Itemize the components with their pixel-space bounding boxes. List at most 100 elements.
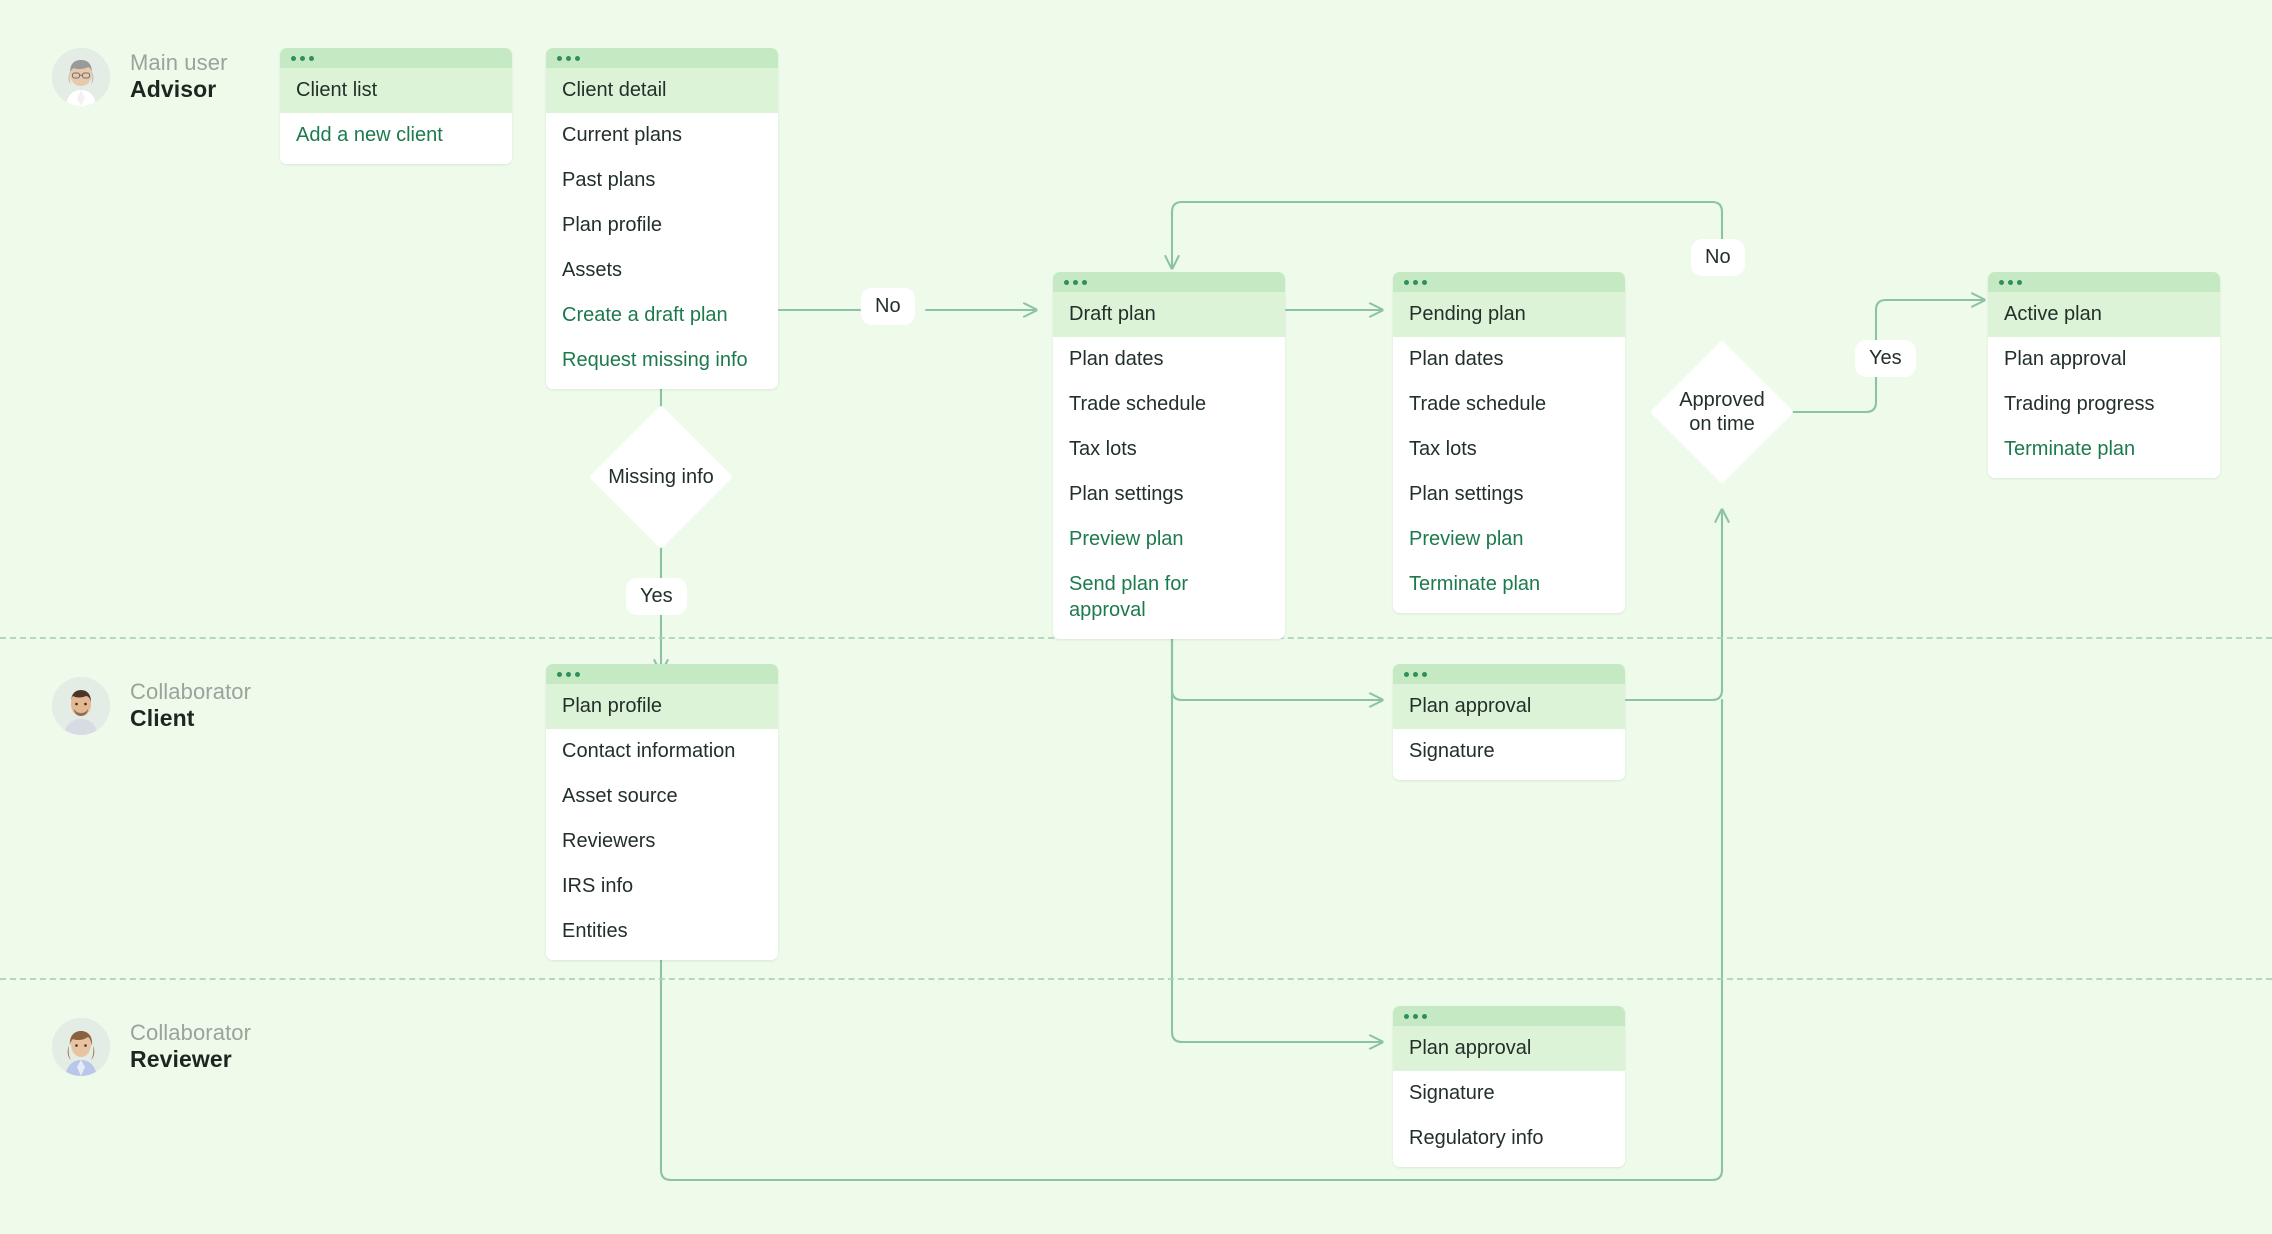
card-title: Draft plan (1053, 292, 1285, 337)
actor-role-label: Collaborator (130, 679, 252, 705)
card-body: Current plans Past plans Plan profile As… (546, 113, 778, 389)
actor-name-label: Reviewer (130, 1046, 232, 1073)
card-window-chrome (546, 48, 778, 68)
card-row-request-missing-info[interactable]: Request missing info (546, 338, 778, 383)
card-row-add-a-new-client[interactable]: Add a new client (280, 113, 512, 158)
card-row-send-plan-for-approval[interactable]: Send plan for approval (1053, 562, 1285, 633)
card-row-asset-source[interactable]: Asset source (546, 774, 778, 819)
actor-client: Collaborator Client (52, 677, 251, 735)
card-row-plan-dates[interactable]: Plan dates (1393, 337, 1625, 382)
card-row-terminate-plan[interactable]: Terminate plan (1393, 562, 1625, 607)
card-body: Signature Regulatory info (1393, 1071, 1625, 1167)
card-row-assets[interactable]: Assets (546, 248, 778, 293)
card-row-past-plans[interactable]: Past plans (546, 158, 778, 203)
avatar-advisor (52, 48, 110, 106)
lane-divider-client-reviewer (0, 978, 2272, 980)
card-window-chrome (1393, 664, 1625, 684)
card-row-preview-plan[interactable]: Preview plan (1393, 517, 1625, 562)
window-dot-icon (291, 55, 296, 61)
card-row-trade-schedule[interactable]: Trade schedule (1053, 382, 1285, 427)
card-row-plan-approval[interactable]: Plan approval (1988, 337, 2220, 382)
actor-role-label: Collaborator (130, 1020, 252, 1046)
card-row-reviewers[interactable]: Reviewers (546, 819, 778, 864)
wire-draft-to-reviewer-approval (1170, 598, 1382, 1042)
card-body: Add a new client (280, 113, 512, 164)
card-row-preview-plan[interactable]: Preview plan (1053, 517, 1285, 562)
card-title: Plan approval (1393, 684, 1625, 729)
card-client-plan-approval[interactable]: Plan approval Signature (1393, 664, 1625, 780)
window-dot-icon (2017, 279, 2022, 285)
card-client-detail[interactable]: Client detail Current plans Past plans P… (546, 48, 778, 389)
card-row-contact-information[interactable]: Contact information (546, 729, 778, 774)
card-row-entities[interactable]: Entities (546, 909, 778, 954)
window-dot-icon (1404, 279, 1409, 285)
card-body: Signature (1393, 729, 1625, 780)
decision-missing-info: Missing info (589, 405, 733, 549)
card-row-signature[interactable]: Signature (1393, 1071, 1625, 1116)
window-dot-icon (566, 55, 571, 61)
card-window-chrome (546, 664, 778, 684)
actor-name-label: Client (130, 705, 195, 732)
window-dot-icon (1999, 279, 2004, 285)
window-dot-icon (1064, 279, 1069, 285)
card-row-irs-info[interactable]: IRS info (546, 864, 778, 909)
card-window-chrome (1053, 272, 1285, 292)
edge-label-text: No (1705, 246, 1731, 268)
window-dot-icon (1422, 1013, 1427, 1019)
card-body: Plan dates Trade schedule Tax lots Plan … (1053, 337, 1285, 639)
card-window-chrome (1988, 272, 2220, 292)
edge-label-missing-info-no: No (861, 288, 915, 325)
card-pending-plan[interactable]: Pending plan Plan dates Trade schedule T… (1393, 272, 1625, 613)
window-dot-icon (300, 55, 305, 61)
card-title: Client detail (546, 68, 778, 113)
card-row-plan-profile[interactable]: Plan profile (546, 203, 778, 248)
edge-label-text: Yes (1869, 347, 1902, 369)
card-body: Plan approval Trading progress Terminate… (1988, 337, 2220, 478)
card-client-list[interactable]: Client list Add a new client (280, 48, 512, 164)
window-dot-icon (1422, 279, 1427, 285)
card-window-chrome (1393, 1006, 1625, 1026)
card-row-tax-lots[interactable]: Tax lots (1053, 427, 1285, 472)
window-dot-icon (575, 55, 580, 61)
card-title: Active plan (1988, 292, 2220, 337)
card-row-plan-settings[interactable]: Plan settings (1053, 472, 1285, 517)
edge-label-text: No (875, 295, 901, 317)
card-row-trading-progress[interactable]: Trading progress (1988, 382, 2220, 427)
card-window-chrome (280, 48, 512, 68)
card-window-chrome (1393, 272, 1625, 292)
card-title: Pending plan (1393, 292, 1625, 337)
card-plan-profile[interactable]: Plan profile Contact information Asset s… (546, 664, 778, 960)
window-dot-icon (1404, 1013, 1409, 1019)
card-title: Plan approval (1393, 1026, 1625, 1071)
card-row-terminate-plan[interactable]: Terminate plan (1988, 427, 2220, 472)
card-row-create-a-draft-plan[interactable]: Create a draft plan (546, 293, 778, 338)
decision-label: Missing info (608, 465, 714, 488)
window-dot-icon (1413, 1013, 1418, 1019)
edge-label-missing-info-yes: Yes (626, 578, 687, 615)
window-dot-icon (1082, 279, 1087, 285)
wire-client-approval-to-decision (1624, 510, 1722, 702)
actor-reviewer: Collaborator Reviewer (52, 1018, 251, 1076)
window-dot-icon (1422, 671, 1427, 677)
card-row-current-plans[interactable]: Current plans (546, 113, 778, 158)
window-dot-icon (309, 55, 314, 61)
card-row-tax-lots[interactable]: Tax lots (1393, 427, 1625, 472)
card-active-plan[interactable]: Active plan Plan approval Trading progre… (1988, 272, 2220, 478)
card-row-regulatory-info[interactable]: Regulatory info (1393, 1116, 1625, 1161)
decision-approved-on-time: Approved on time (1650, 340, 1794, 484)
actor-advisor: Main user Advisor (52, 48, 228, 106)
card-draft-plan[interactable]: Draft plan Plan dates Trade schedule Tax… (1053, 272, 1285, 639)
card-title: Plan profile (546, 684, 778, 729)
window-dot-icon (557, 55, 562, 61)
card-title: Client list (280, 68, 512, 113)
window-dot-icon (1404, 671, 1409, 677)
card-reviewer-plan-approval[interactable]: Plan approval Signature Regulatory info (1393, 1006, 1625, 1167)
card-body: Plan dates Trade schedule Tax lots Plan … (1393, 337, 1625, 613)
card-row-trade-schedule[interactable]: Trade schedule (1393, 382, 1625, 427)
window-dot-icon (566, 671, 571, 677)
card-row-plan-settings[interactable]: Plan settings (1393, 472, 1625, 517)
window-dot-icon (1073, 279, 1078, 285)
card-row-plan-dates[interactable]: Plan dates (1053, 337, 1285, 382)
card-row-signature[interactable]: Signature (1393, 729, 1625, 774)
